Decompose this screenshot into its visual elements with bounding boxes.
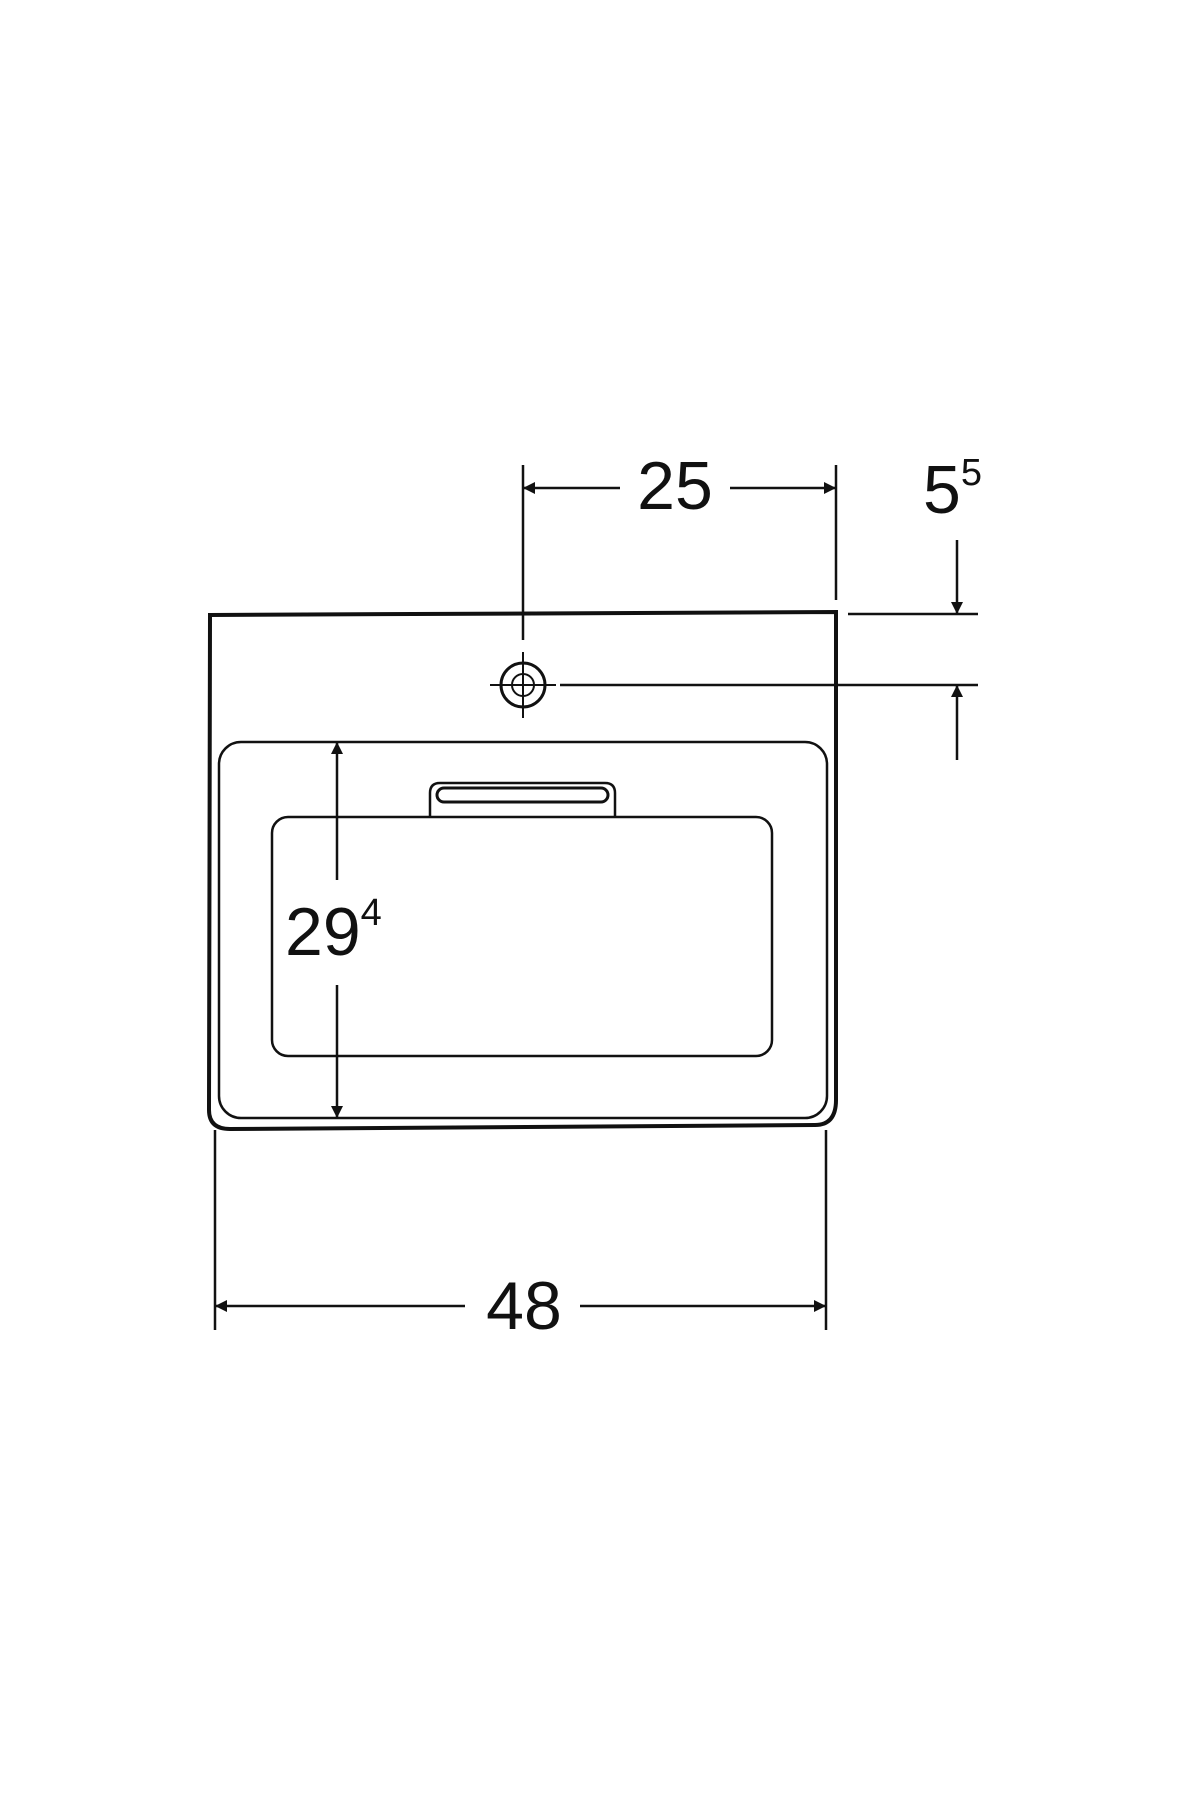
tap-hole-depth-label: 55 xyxy=(923,452,982,528)
tap-hole xyxy=(490,652,556,718)
bowl-depth-label: 294 xyxy=(285,892,382,970)
dimension-tap-hole-depth: 55 xyxy=(560,452,982,760)
overflow-slot xyxy=(428,781,617,817)
basin-outline xyxy=(206,609,838,1132)
dimension-overall-width: 48 xyxy=(213,1130,828,1344)
bowl-basin xyxy=(270,815,774,1058)
overall-width-label: 48 xyxy=(486,1268,562,1344)
tap-hole-offset-label: 25 xyxy=(637,448,713,524)
dimension-tap-hole-offset: 25 xyxy=(521,448,838,640)
dimension-bowl-depth: 294 xyxy=(285,742,382,1118)
bowl-rim xyxy=(217,740,829,1120)
